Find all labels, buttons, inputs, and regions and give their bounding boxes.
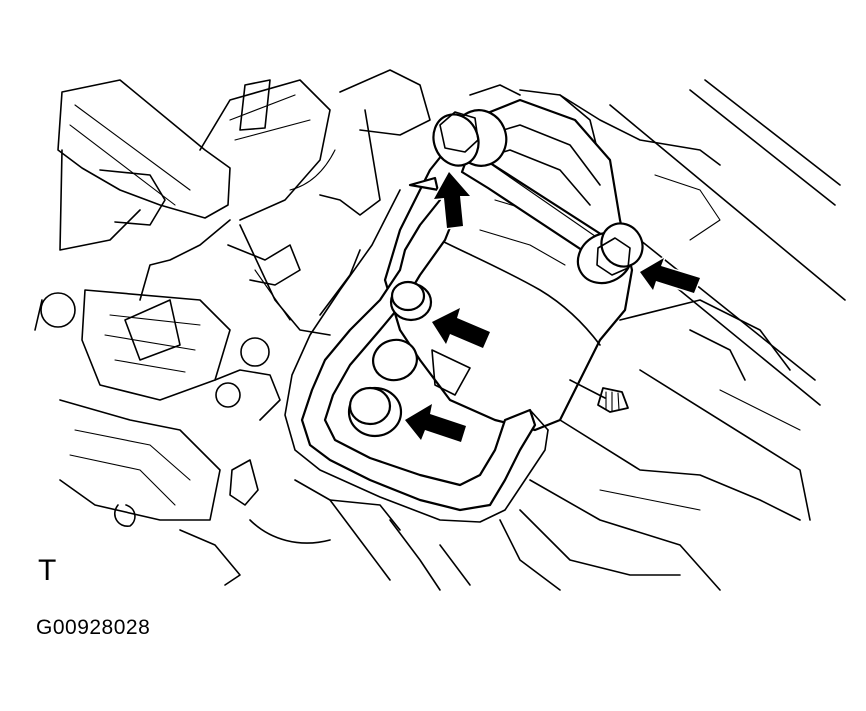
arrow-icon (431, 169, 474, 230)
arrow-icon (429, 305, 492, 350)
through-bolt (432, 109, 644, 285)
arrow-icon (402, 400, 468, 444)
view-marker-label: T (38, 554, 57, 587)
arrow-icon (637, 254, 702, 295)
mount-bracket (284, 176, 549, 523)
figure-code-label: G00928028 (36, 616, 151, 639)
background-linework (34, 69, 846, 591)
callout-arrows (402, 169, 702, 444)
